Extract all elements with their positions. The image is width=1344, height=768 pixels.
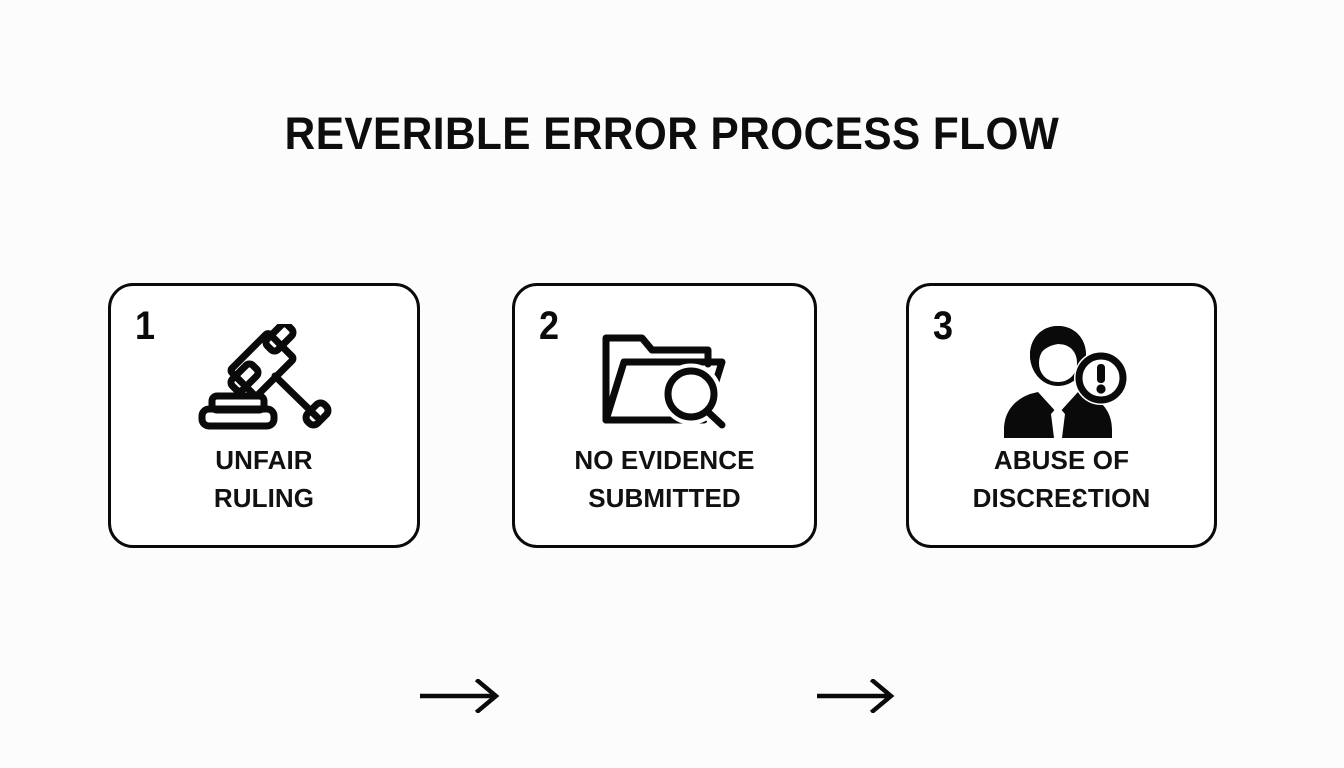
step-number-1: 1 [135,304,156,348]
step-icon-slot-1 [111,320,417,440]
process-flow-row: 1 [0,283,1344,713]
arrow-right-icon [817,679,895,713]
flow-connector-1 [420,679,504,713]
step-label-2: NO EVIDENCE SUBMITTED [574,445,755,513]
folder-search-icon [602,334,729,433]
step-label-1: UNFAIR RULING [213,445,315,513]
step-icon-slot-3 [909,320,1214,440]
step-card-3[interactable]: 3 [906,283,1217,548]
flow-connector-2 [817,679,899,713]
step-icon-slot-2 [515,320,814,440]
step-number-2: 2 [539,304,560,348]
step-label-3: ABUSE OF DISCREƐTION [972,445,1151,513]
step-number-3: 3 [933,304,954,348]
arrow-right-icon [420,679,500,713]
person-alert-icon [1003,326,1128,438]
step-card-2[interactable]: 2 [512,283,817,548]
step-card-1[interactable]: 1 [108,283,420,548]
page-title: REVERIBLE ERROR PROCESS FLOW [284,108,1060,159]
gavel-icon [198,324,332,430]
